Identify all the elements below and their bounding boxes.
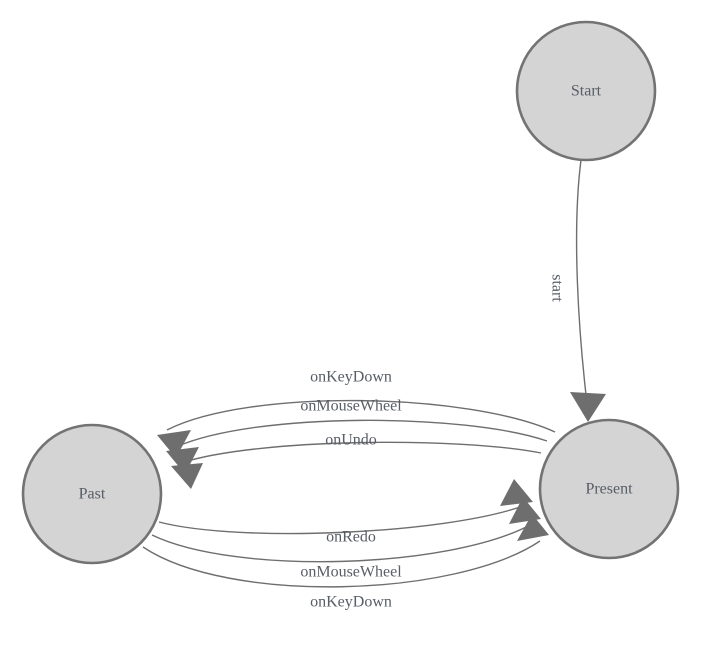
edge-present-to-past-onmousewheel[interactable] <box>166 419 548 474</box>
edge-line <box>575 159 589 413</box>
edge-label-present-to-past-onundo: onUndo <box>325 432 377 449</box>
node-circle <box>21 423 163 565</box>
edge-present-to-past-onundo[interactable] <box>171 441 542 489</box>
edge-label-past-to-present-onmousewheel: onMouseWheel <box>300 564 402 581</box>
node-label: Present <box>585 481 633 498</box>
edge-line <box>180 441 542 464</box>
edge-line <box>166 399 556 433</box>
edge-start-to-present[interactable] <box>570 159 606 422</box>
node-present[interactable]: Present <box>538 418 680 560</box>
node-label: Past <box>79 486 106 503</box>
node-past[interactable]: Past <box>21 423 163 565</box>
edge-label-past-to-present-onkeydown: onKeyDown <box>310 594 392 611</box>
edge-line <box>158 505 524 535</box>
edge-line <box>175 419 548 448</box>
arrowhead-icon <box>570 392 606 422</box>
edge-past-to-present-onkeydown[interactable] <box>142 514 549 588</box>
edge-line <box>151 523 533 563</box>
edge-label-start-to-present: start <box>548 274 565 302</box>
edge-label-present-to-past-onkeydown: onKeyDown <box>310 369 392 386</box>
node-label: Start <box>571 83 602 100</box>
edge-present-to-past-onkeydown[interactable] <box>157 399 556 458</box>
edge-label-present-to-past-onmousewheel: onMouseWheel <box>300 398 402 415</box>
node-circle <box>538 418 680 560</box>
arrowhead-icon <box>517 514 549 541</box>
edge-past-to-present-onredo[interactable] <box>158 479 533 535</box>
edge-line <box>142 540 541 588</box>
edge-label-past-to-present-onredo: onRedo <box>326 529 376 546</box>
edge-labels-layer: start onKeyDown onMouseWheel onUndo onRedo on… <box>300 274 565 610</box>
node-circle <box>515 20 657 162</box>
arrowhead-icon <box>171 463 203 489</box>
edges-layer <box>142 159 606 588</box>
arrowhead-icon <box>157 430 191 458</box>
arrowhead-icon <box>500 479 533 506</box>
node-start[interactable]: Start <box>515 20 657 162</box>
arrowhead-icon <box>166 447 199 474</box>
